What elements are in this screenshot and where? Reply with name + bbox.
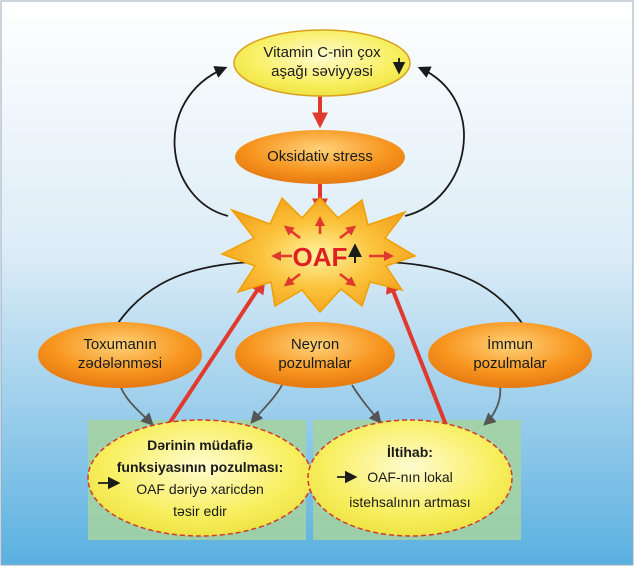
arrow-tissue-to-skin	[119, 384, 154, 426]
neuron-disorders-line1: Neyron	[290, 336, 340, 353]
skin-defense-line1: Dərinin müdafiə	[147, 437, 253, 453]
arrow-oaf-to-immune	[384, 261, 532, 338]
tissue-damage-line2: zədələnməsi	[77, 354, 163, 372]
tissue-damage-node	[38, 322, 202, 388]
inflammation-line2: OAF-nın lokal	[367, 469, 453, 485]
oaf-inner-arrows	[271, 216, 394, 287]
inflammation-node	[307, 419, 513, 537]
arrow-oaf-to-vitamin-left	[173, 66, 229, 217]
skin-defense-line4: təsir edir	[173, 503, 227, 519]
immune-disorders-node	[428, 322, 592, 388]
immune-disorders-label: İmmun pozulmalar	[430, 336, 590, 374]
arrow-neuron-to-skin	[250, 384, 283, 424]
oaf-starburst	[220, 196, 417, 314]
inflammation-line3: istehsalının artması	[349, 494, 471, 510]
oxidative-stress-node	[235, 130, 405, 184]
vitamin-c-label: Vitamin C-nin çox aşağı səviyyəsi	[244, 44, 400, 82]
neuron-disorders-node	[235, 322, 395, 388]
skin-defense-line2: funksiyasının pozulması:	[116, 459, 284, 475]
skin-defense-line3: OAF dəriyə xaricdən	[136, 481, 264, 497]
vitamin-c-line1: Vitamin C-nin çox	[263, 44, 381, 61]
oaf-label: OAF	[292, 242, 348, 272]
arrow-immune-to-inflammation	[483, 384, 502, 426]
skin-defense-label: Dərinin müdafiə funksiyasının pozulması:…	[100, 434, 300, 522]
arrow-inflammation-to-oaf	[386, 277, 450, 431]
arrow-neuron-to-inflammation	[351, 384, 382, 424]
arrow-skin-to-oaf	[163, 277, 266, 432]
immune-disorders-line2: pozulmalar	[473, 354, 547, 372]
vitamin-c-line2: aşağı səviyyəsi	[271, 62, 373, 80]
immune-disorders-line1: İmmun	[487, 336, 533, 353]
tissue-damage-line1: Toxumanın	[83, 336, 157, 353]
neuron-disorders-label: Neyron pozulmalar	[235, 336, 395, 374]
inflammation-line1: İltihab:	[387, 444, 433, 460]
arrow-oaf-to-tissue	[108, 261, 256, 338]
inflammation-label: İltihab: OAF-nın lokal istehsalının artm…	[320, 440, 500, 515]
neuron-disorders-line2: pozulmalar	[278, 354, 352, 372]
tissue-damage-label: Toxumanın zədələnməsi	[40, 336, 200, 374]
oxidative-stress-label: Oksidativ stress	[267, 148, 373, 165]
arrow-oaf-to-vitamin-right	[404, 66, 465, 217]
vitamin-c-node	[233, 29, 411, 97]
